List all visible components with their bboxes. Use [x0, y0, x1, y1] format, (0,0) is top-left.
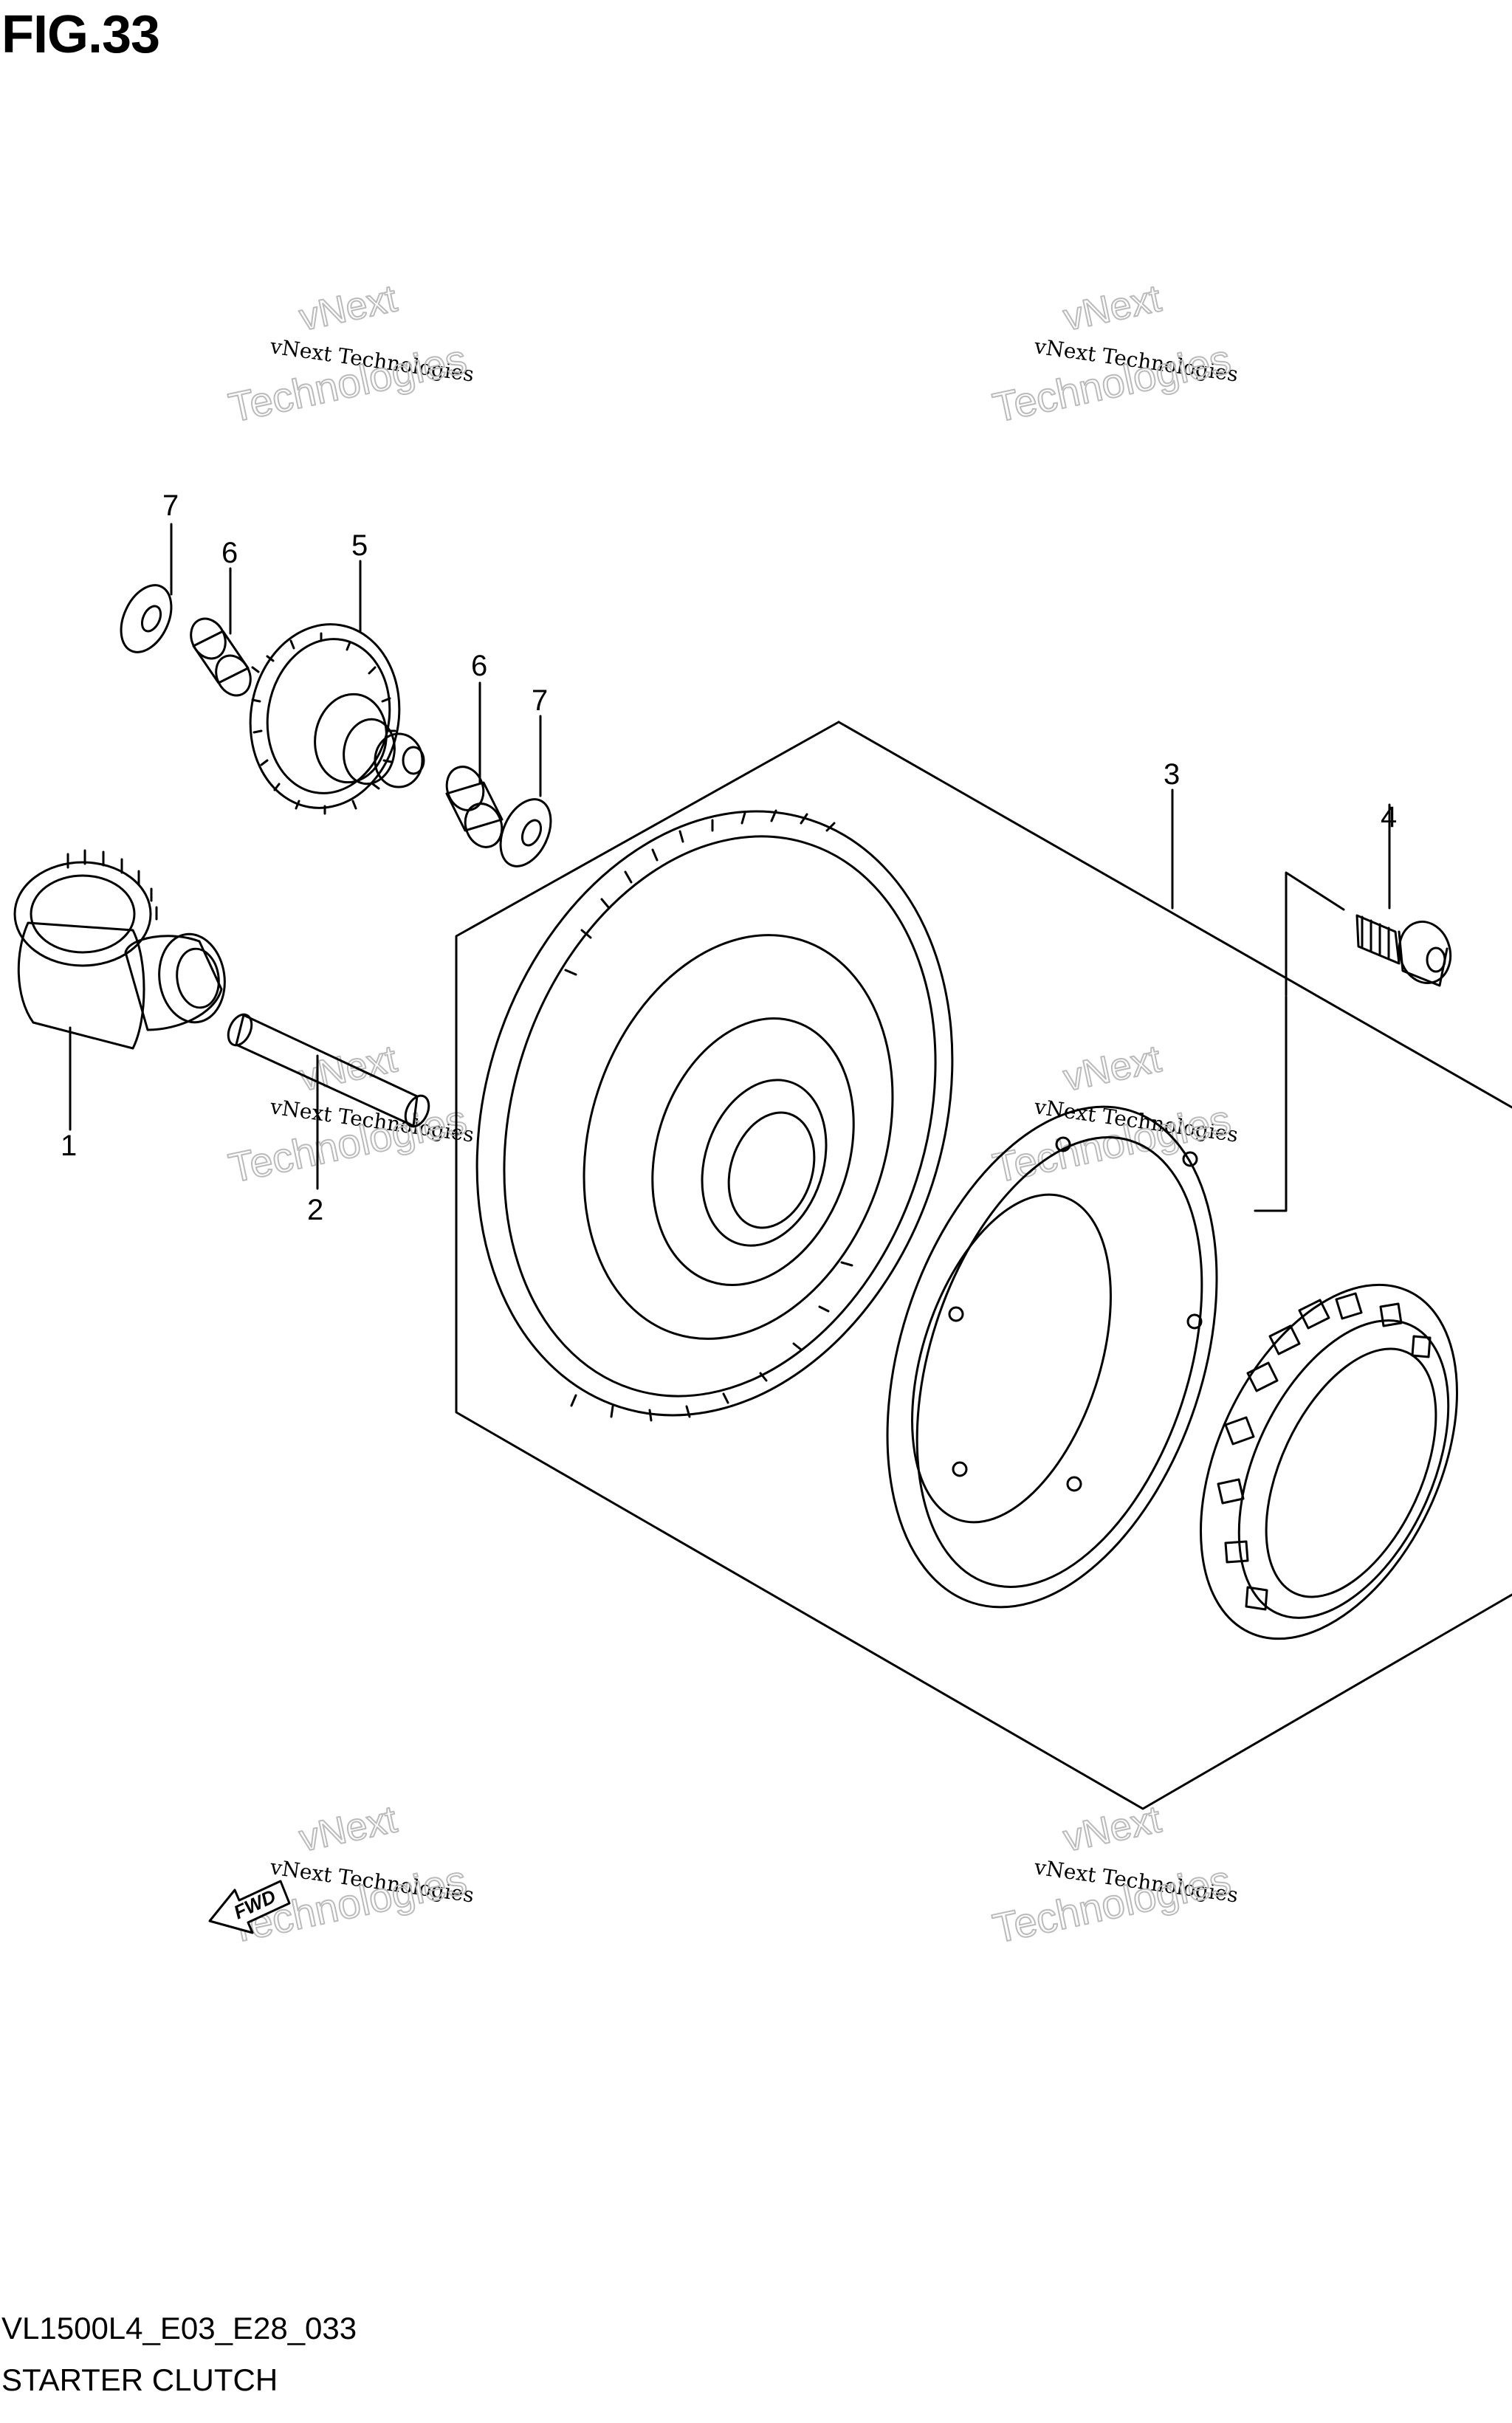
- svg-text:vNext: vNext: [1059, 1798, 1165, 1860]
- figure-title: FIG.33: [1, 5, 160, 64]
- ref-5: 5: [351, 529, 368, 562]
- figure-name: STARTER CLUTCH: [1, 2362, 278, 2397]
- assembly-outline: [455, 721, 1512, 1810]
- part-2-shaft: [227, 1013, 430, 1128]
- ref-6-right: 6: [471, 650, 487, 682]
- part-3-starter-gear: [475, 809, 954, 1422]
- ref-7-right: 7: [532, 684, 548, 717]
- svg-text:vNext: vNext: [1059, 1037, 1165, 1099]
- part-clutch-housing: [886, 1105, 1218, 1609]
- watermark-top-right: vNext Technologies vNext Technologies: [988, 276, 1240, 431]
- part-one-way-clutch: [1200, 1283, 1458, 1640]
- watermark-top-left: vNext Technologies vNext Technologies: [224, 276, 475, 431]
- assembly-outline-right: [837, 721, 1512, 1109]
- watermark-mid-left: vNext Technologies vNext Technologies: [224, 1037, 475, 1192]
- leader-4-bracket-lower: [1254, 995, 1288, 1212]
- part-1-gear: [13, 849, 226, 1050]
- svg-text:vNext: vNext: [295, 277, 401, 339]
- part-7-washer-left: [120, 584, 173, 653]
- figure-code: VL1500L4_E03_E28_033: [1, 2311, 357, 2345]
- part-6-bearing-left: [190, 617, 252, 697]
- ref-2: 2: [307, 1194, 323, 1226]
- watermark-bottom-right: vNext Technologies vNext Technologies: [988, 1797, 1240, 1952]
- watermark-mid-right: vNext Technologies vNext Technologies: [988, 1037, 1240, 1192]
- svg-text:vNext: vNext: [295, 1798, 401, 1860]
- part-5-idle-gear: [249, 623, 425, 815]
- ref-4: 4: [1381, 801, 1397, 834]
- part-4-bolt: [1355, 914, 1452, 987]
- leader-4-bracket: [1285, 871, 1345, 997]
- watermark-bottom-left: vNext Technologies vNext Technologies: [224, 1797, 475, 1952]
- part-6-bearing-right: [445, 766, 504, 848]
- svg-text:vNext: vNext: [1059, 277, 1165, 339]
- ref-3: 3: [1164, 758, 1180, 791]
- ref-1: 1: [61, 1130, 77, 1162]
- part-7-washer-right: [499, 798, 552, 867]
- ref-6-left: 6: [221, 537, 238, 569]
- ref-7-left: 7: [162, 489, 179, 522]
